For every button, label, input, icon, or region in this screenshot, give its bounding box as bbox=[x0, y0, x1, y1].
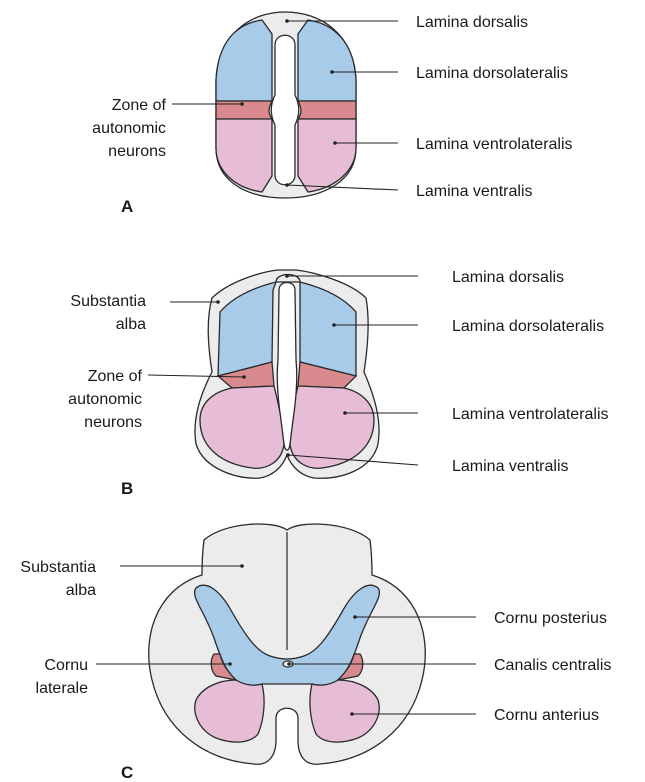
panel-a-central-channel bbox=[271, 35, 299, 185]
panel-a-label-lamina-ventralis: Lamina ventralis bbox=[416, 183, 533, 200]
panel-c-label-substantia-line2: alba bbox=[66, 582, 96, 599]
panel-b-letter: B bbox=[121, 479, 133, 498]
panel-b-label-substantia-line1: Substantia bbox=[70, 293, 146, 310]
panel-c-label-cornu-posterius: Cornu posterius bbox=[494, 610, 607, 627]
panel-a-lamina-ventrolateralis-left bbox=[216, 119, 272, 192]
panel-a-label-lamina-ventrolateralis: Lamina ventrolateralis bbox=[416, 136, 573, 153]
panel-a-label-lamina-dorsalis: Lamina dorsalis bbox=[416, 14, 528, 31]
panel-b-label-zone-line2: autonomic bbox=[68, 391, 142, 408]
panel-a: Lamina dorsalis Lamina dorsolateralis La… bbox=[92, 12, 572, 216]
panel-b-label-substantia-line2: alba bbox=[116, 316, 146, 333]
panel-b-label-lamina-dorsolateralis: Lamina dorsolateralis bbox=[452, 318, 604, 335]
panel-a-label-zone-line2: autonomic bbox=[92, 120, 166, 137]
panel-c-letter: C bbox=[121, 763, 133, 782]
panel-c-label-cornu-anterius: Cornu anterius bbox=[494, 707, 599, 724]
panel-b-label-lamina-ventrolateralis: Lamina ventrolateralis bbox=[452, 406, 609, 423]
panel-a-lamina-dorsolateralis-right bbox=[298, 20, 356, 101]
panel-c-label-cornu-laterale-line2: laterale bbox=[36, 680, 89, 697]
panel-a-label-zone-line3: neurons bbox=[108, 143, 166, 160]
panel-c-label-substantia-line1: Substantia bbox=[20, 559, 96, 576]
panel-b-label-lamina-ventralis: Lamina ventralis bbox=[452, 458, 569, 475]
panel-c-label-canalis-centralis: Canalis centralis bbox=[494, 657, 611, 674]
panel-b-label-lamina-dorsalis: Lamina dorsalis bbox=[452, 269, 564, 286]
panel-c: Substantia alba Cornu posterius Canalis … bbox=[20, 524, 611, 782]
panel-a-letter: A bbox=[121, 197, 133, 216]
panel-c-label-cornu-laterale-line1: Cornu bbox=[44, 657, 88, 674]
panel-b: Lamina dorsalis Lamina dorsolateralis La… bbox=[68, 269, 608, 498]
panel-a-label-zone-line1: Zone of bbox=[112, 97, 167, 114]
panel-a-lamina-ventrolateralis-right bbox=[298, 119, 356, 192]
panel-a-label-lamina-dorsolateralis: Lamina dorsolateralis bbox=[416, 65, 568, 82]
panel-a-lamina-dorsolateralis-left bbox=[216, 20, 272, 101]
panel-a-autonomic-zone-right bbox=[298, 101, 356, 119]
panel-b-label-zone-line1: Zone of bbox=[88, 368, 143, 385]
panel-b-label-zone-line3: neurons bbox=[84, 414, 142, 431]
